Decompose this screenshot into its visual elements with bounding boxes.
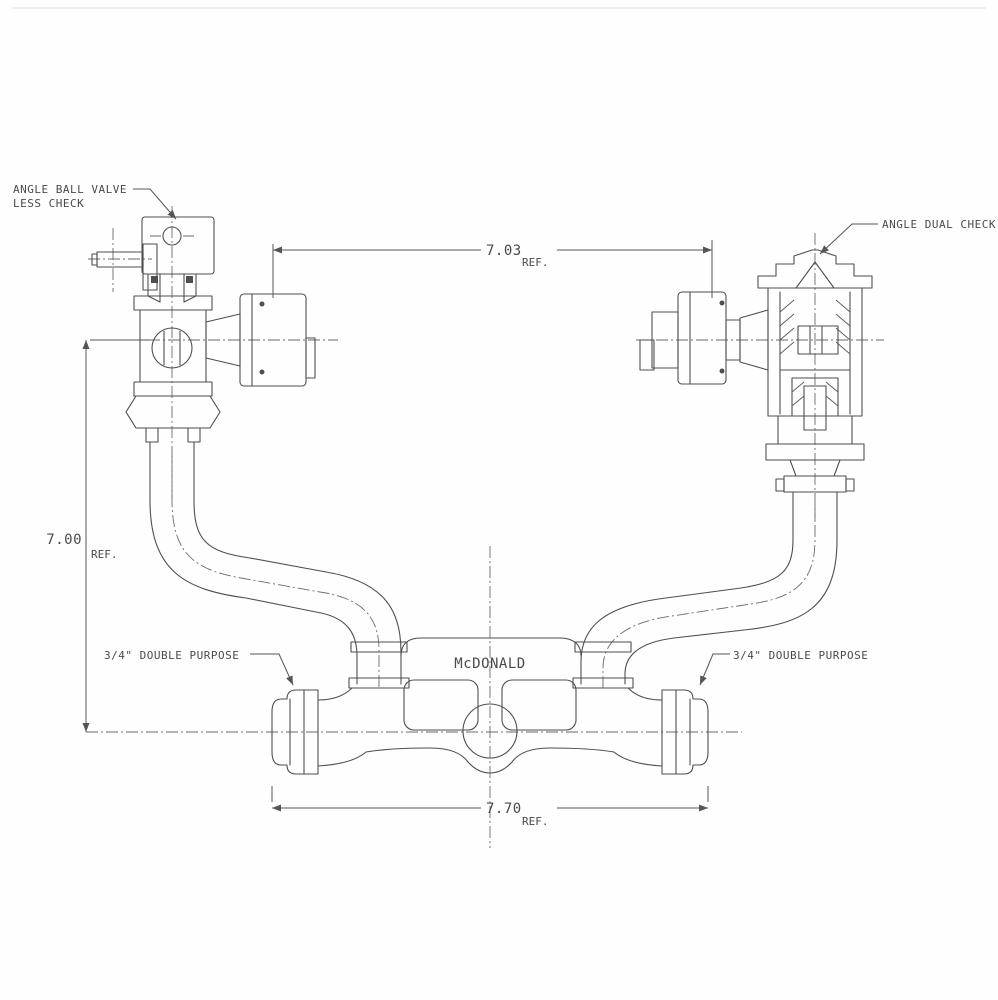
right-pipe-inner-wall xyxy=(580,491,794,685)
leader-double-purpose-right xyxy=(699,653,730,686)
callouts: ANGLE BALL VALVE LESS CHECK ANGLE DUAL C… xyxy=(13,183,996,686)
right-pipe-outer-wall xyxy=(624,491,838,685)
label-angle-dual-check: ANGLE DUAL CHECK xyxy=(882,218,996,231)
inlet-stub xyxy=(96,251,144,268)
body-upper-flange xyxy=(133,295,213,311)
upper-check-cartridge xyxy=(797,325,839,355)
ball xyxy=(151,327,193,369)
dim-top-value: 7.03 xyxy=(486,243,522,259)
bar-bottom-edge xyxy=(317,747,663,774)
dim-bottom-ref: REF. xyxy=(522,815,549,828)
dim-height-ref: REF. xyxy=(91,548,118,561)
valve-body xyxy=(139,309,207,383)
dimensions: 7.03 REF. 7.00 REF. 7.70 REF. xyxy=(46,240,713,828)
leader-double-purpose-left xyxy=(250,653,294,686)
brand-cast-text: McDONALD xyxy=(454,656,525,672)
label-double-purpose-right: 3/4" DOUBLE PURPOSE xyxy=(733,649,868,662)
right-end-fitting xyxy=(661,689,709,775)
check-cap xyxy=(757,249,873,289)
label-angle-ball-valve-line1: ANGLE BALL VALVE xyxy=(13,183,127,196)
right-web-panel xyxy=(501,679,577,731)
left-pipe-inner-wall xyxy=(193,441,402,685)
dimension-top-width: 7.03 REF. xyxy=(272,240,713,298)
dimension-height: 7.00 REF. xyxy=(46,339,150,732)
right-valve-angle-dual-check xyxy=(639,249,873,493)
centerlines xyxy=(86,206,884,848)
bottom-union-nut xyxy=(125,395,221,429)
leader-angle-dual-check xyxy=(819,223,878,255)
body-lower-flange xyxy=(133,381,213,397)
left-valve-angle-ball-valve xyxy=(91,216,316,443)
section-hatching xyxy=(779,299,851,355)
left-pipe-outer-wall xyxy=(149,441,358,685)
left-end-fitting xyxy=(271,689,319,775)
meter-coupling-nut-right xyxy=(677,291,727,385)
label-angle-ball-valve-line2: LESS CHECK xyxy=(13,197,84,210)
label-double-purpose-left: 3/4" DOUBLE PURPOSE xyxy=(104,649,239,662)
top-tie-web xyxy=(400,637,582,657)
central-boss xyxy=(462,703,518,759)
bottom-manifold: McDONALD xyxy=(271,637,709,775)
lock-wing-bracket xyxy=(141,216,215,275)
left-web-panel xyxy=(403,679,479,731)
dim-top-ref: REF. xyxy=(522,256,549,269)
riser-pipes xyxy=(149,441,838,689)
dim-bottom-value: 7.70 xyxy=(486,801,522,817)
dimension-bottom-width: 7.70 REF. xyxy=(271,786,709,828)
leader-angle-ball-valve xyxy=(133,188,177,220)
padlock-hole xyxy=(162,226,182,246)
dim-height-value: 7.00 xyxy=(46,532,82,548)
